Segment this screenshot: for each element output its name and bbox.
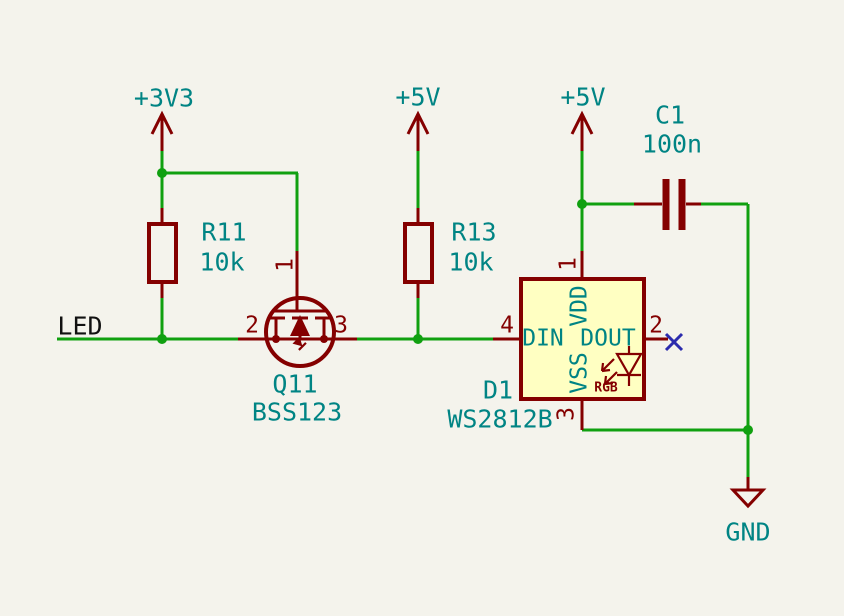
d1-rgb-label: RGB bbox=[594, 380, 618, 396]
wire-net-gnd[interactable] bbox=[582, 202, 750, 477]
junction-dot bbox=[577, 199, 587, 209]
resistor-body bbox=[147, 222, 178, 284]
led-emission-arrowhead bbox=[603, 375, 608, 385]
power-label-5v-left[interactable]: +5V bbox=[395, 82, 441, 112]
led-emission-arrowhead bbox=[604, 381, 614, 386]
wire-net-din[interactable] bbox=[357, 150, 494, 341]
c1-reference[interactable]: C1 bbox=[654, 100, 686, 130]
mosfet-node-dot bbox=[320, 335, 328, 343]
led-symbol-icon bbox=[600, 346, 643, 386]
power-symbol-3v3[interactable] bbox=[150, 110, 174, 151]
junction-dot bbox=[157, 334, 167, 344]
net-label-led[interactable]: LED bbox=[57, 311, 103, 341]
junction-dot bbox=[413, 334, 423, 344]
q11-pin3-number: 3 bbox=[334, 312, 348, 339]
r11-value[interactable]: 10k bbox=[199, 247, 245, 277]
junction-dots bbox=[157, 168, 753, 435]
q11-pin1-number: 1 bbox=[272, 258, 299, 272]
q11-pin2-number: 2 bbox=[245, 312, 259, 339]
resistor-r13[interactable] bbox=[403, 208, 434, 298]
c1-value[interactable]: 100n bbox=[641, 129, 703, 159]
power-arrow-icon bbox=[570, 110, 594, 135]
ic-body bbox=[519, 277, 646, 401]
d1-pin2-number: 2 bbox=[649, 312, 663, 339]
no-connect-marker[interactable] bbox=[664, 332, 684, 352]
mosfet-body-diode-icon bbox=[290, 315, 310, 336]
d1-reference[interactable]: D1 bbox=[482, 375, 514, 405]
mosfet-substrate-arrow-icon bbox=[292, 336, 307, 351]
r11-reference[interactable]: R11 bbox=[201, 217, 247, 247]
d1-pin3-number: 3 bbox=[553, 407, 580, 421]
d1-pin-name-vss: VSS bbox=[566, 352, 593, 394]
mosfet-q11[interactable] bbox=[238, 251, 357, 368]
resistor-r11[interactable] bbox=[147, 208, 178, 298]
resistor-body bbox=[403, 222, 434, 284]
power-arrow-icon bbox=[150, 110, 174, 135]
d1-pin-name-din: DIN bbox=[522, 325, 564, 352]
r13-value[interactable]: 10k bbox=[448, 247, 494, 277]
ic-d1-ws2812b[interactable] bbox=[493, 251, 668, 430]
capacitor-c1[interactable] bbox=[634, 179, 701, 230]
power-symbol-5v-left[interactable] bbox=[406, 110, 430, 151]
q11-value[interactable]: BSS123 bbox=[251, 397, 343, 427]
power-symbol-5v-right[interactable] bbox=[570, 110, 594, 151]
led-emission-arrow bbox=[604, 371, 618, 385]
mosfet-node-dot bbox=[272, 335, 280, 343]
q11-reference[interactable]: Q11 bbox=[272, 369, 318, 399]
mosfet-body-circle bbox=[264, 296, 336, 368]
junction-dot bbox=[743, 425, 753, 435]
arrow-head bbox=[292, 336, 303, 347]
r13-reference[interactable]: R13 bbox=[451, 217, 497, 247]
wire-net-led[interactable] bbox=[57, 297, 239, 341]
led-emission-arrowhead bbox=[601, 368, 611, 373]
no-connect-x-icon bbox=[664, 332, 684, 352]
power-symbol-gnd[interactable] bbox=[729, 477, 767, 509]
junction-dot bbox=[157, 168, 167, 178]
arrow-bar bbox=[298, 342, 307, 351]
led-emission-arrow bbox=[601, 358, 615, 372]
d1-pin4-number: 4 bbox=[500, 312, 514, 339]
power-arrow-icon bbox=[406, 110, 430, 135]
led-emission-arrowhead bbox=[600, 362, 605, 372]
power-label-3v3[interactable]: +3V3 bbox=[133, 83, 195, 113]
d1-pin-name-dout: DOUT bbox=[580, 325, 636, 352]
led-triangle bbox=[615, 352, 643, 378]
d1-value[interactable]: WS2812B bbox=[447, 404, 553, 434]
power-label-5v-right[interactable]: +5V bbox=[560, 82, 606, 112]
wire-net-5v[interactable] bbox=[580, 150, 634, 251]
power-label-gnd[interactable]: GND bbox=[725, 517, 771, 547]
d1-pin1-number: 1 bbox=[555, 257, 582, 271]
d1-pin-name-vdd: VDD bbox=[566, 285, 593, 327]
gnd-triangle-icon bbox=[729, 488, 767, 509]
